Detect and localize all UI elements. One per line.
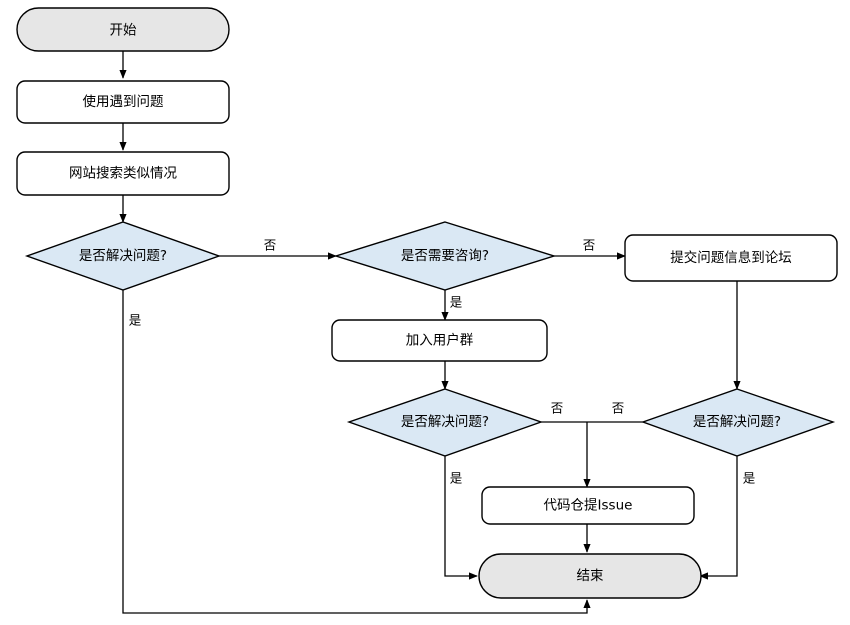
end-shape[interactable] — [478, 553, 702, 599]
submit-issue-shape[interactable] — [481, 486, 695, 525]
edge-label-decision1-yes: 是 — [129, 313, 142, 328]
edge-label-decision3-yes: 是 — [743, 471, 756, 486]
edge-label-decision2-no: 否 — [551, 401, 564, 416]
node-encounter-problem[interactable]: 使用遇到问题 — [16, 80, 230, 124]
node-decision-solved-2[interactable]: 是否解决问题? — [346, 388, 544, 457]
edge-label-consult-no: 否 — [583, 238, 596, 253]
join-group-shape[interactable] — [331, 319, 548, 362]
edge-label-decision2-yes: 是 — [450, 471, 463, 486]
node-submit-forum[interactable]: 提交问题信息到论坛 — [624, 234, 838, 282]
decision-solved-3-shape[interactable] — [640, 388, 836, 457]
decision-solved-1-shape[interactable] — [24, 221, 222, 291]
node-decision-solved-3[interactable]: 是否解决问题? — [640, 388, 836, 457]
node-submit-issue[interactable]: 代码仓提Issue — [481, 486, 695, 525]
nodes-layer: 开始 使用遇到问题 网站搜索类似情况 是否解决问题? 是否需要咨询? — [16, 7, 838, 599]
edge-decision1-yes-to-end — [122, 290, 591, 614]
submit-forum-shape[interactable] — [624, 234, 838, 282]
edge-decision3-yes-to-end — [699, 456, 738, 580]
node-decision-solved-1[interactable]: 是否解决问题? — [24, 221, 222, 291]
node-end[interactable]: 结束 — [478, 553, 702, 599]
node-start[interactable]: 开始 — [16, 7, 230, 52]
node-decision-need-consult[interactable]: 是否需要咨询? — [333, 221, 557, 291]
decision-need-consult-shape[interactable] — [333, 221, 557, 291]
node-site-search[interactable]: 网站搜索类似情况 — [16, 151, 230, 196]
encounter-problem-shape[interactable] — [16, 80, 230, 124]
edges-layer — [119, 51, 741, 614]
decision-solved-2-shape[interactable] — [346, 388, 544, 457]
site-search-shape[interactable] — [16, 151, 230, 196]
edge-label-consult-yes: 是 — [450, 295, 463, 310]
edge-label-decision3-no: 否 — [612, 401, 625, 416]
node-join-group[interactable]: 加入用户群 — [331, 319, 548, 362]
edge-decision2-yes-to-end — [444, 456, 478, 580]
start-shape[interactable] — [16, 7, 230, 52]
edge-label-decision1-no: 否 — [264, 238, 277, 253]
